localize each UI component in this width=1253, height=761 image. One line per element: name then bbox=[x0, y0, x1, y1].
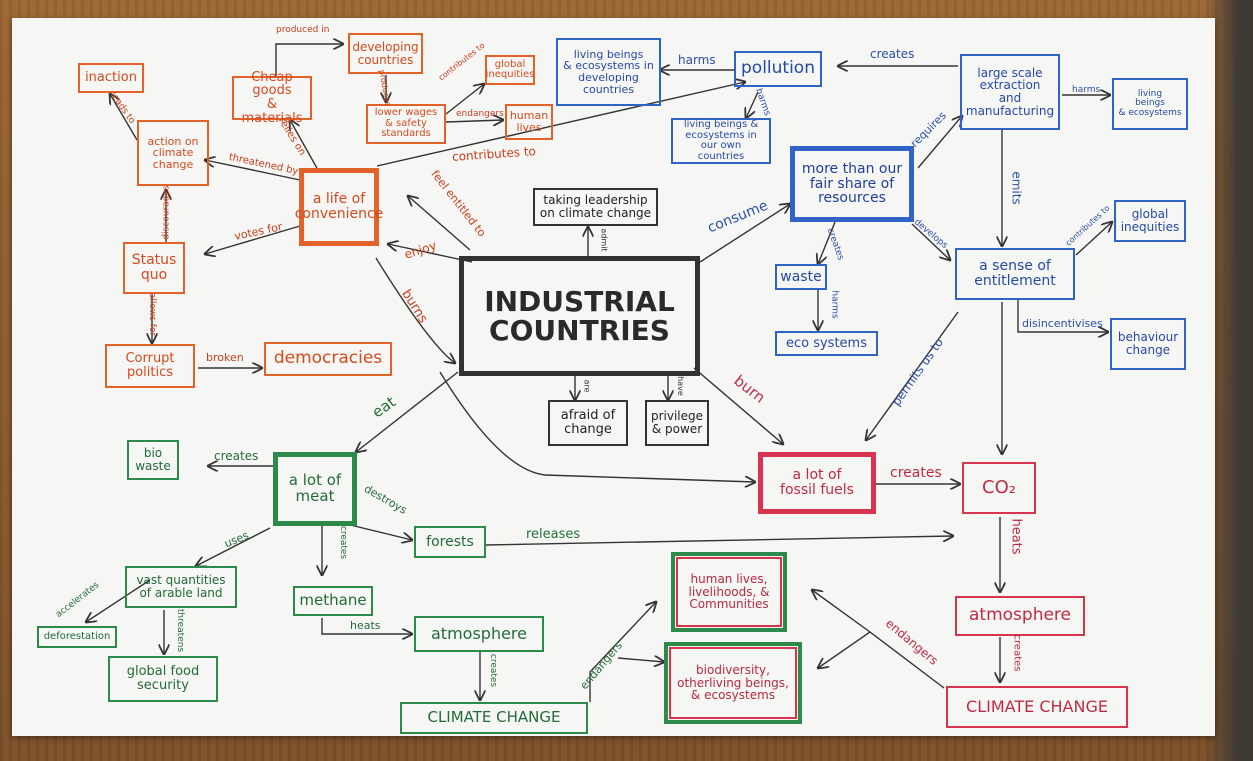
label-creates-f: creates bbox=[488, 653, 499, 688]
node-taking-leadership: taking leadership on climate change bbox=[533, 188, 658, 226]
node-waste: waste bbox=[775, 264, 827, 290]
label-harms-a: harms bbox=[678, 53, 716, 67]
label-produced-in: produced in bbox=[276, 25, 330, 35]
node-human-lives: human lives bbox=[505, 104, 553, 140]
node-methane: methane bbox=[293, 586, 373, 616]
node-global-inequities-1: global inequities bbox=[485, 55, 535, 85]
label-allows-for: allows for bbox=[147, 292, 158, 337]
node-action-on-climate: action on climate change bbox=[137, 120, 209, 186]
label-heats-a: heats bbox=[350, 619, 381, 632]
label-creates-a: creates bbox=[870, 47, 915, 61]
label-harms-c: harms bbox=[1072, 85, 1101, 95]
node-living-beings-own: living beings & ecosystems in our own co… bbox=[671, 118, 771, 164]
label-creates-g: creates bbox=[1011, 634, 1023, 672]
node-privilege-power: privilege & power bbox=[645, 400, 709, 446]
node-lower-wages: lower wages & safety standards bbox=[366, 104, 446, 144]
node-industrial-countries: INDUSTRIAL COUNTRIES bbox=[459, 256, 700, 376]
node-status-quo: Status quo bbox=[123, 242, 185, 294]
node-food-security: global food security bbox=[108, 656, 218, 702]
label-are: are bbox=[582, 379, 592, 393]
node-cheap-goods: Cheap goods & materials bbox=[232, 70, 312, 125]
node-global-inequities-2: global inequities bbox=[1114, 200, 1186, 242]
node-inaction: inaction bbox=[78, 63, 144, 93]
node-atmosphere-green: atmosphere bbox=[414, 616, 544, 652]
node-human-livelihoods: human lives, livelihoods, & Communities bbox=[671, 552, 787, 632]
label-heats-b: heats bbox=[1008, 518, 1024, 555]
node-behaviour-change: behaviour change bbox=[1110, 318, 1186, 370]
node-fossil-fuels: a lot of fossil fuels bbox=[758, 452, 876, 514]
node-deforestation: deforestation bbox=[37, 626, 117, 648]
node-corrupt-politics: Corrupt politics bbox=[105, 344, 195, 388]
label-threatens: threatens bbox=[175, 608, 186, 653]
label-creates-fossil: creates bbox=[890, 465, 942, 481]
node-afraid-of-change: afraid of change bbox=[548, 400, 628, 446]
label-harms-d: harms bbox=[829, 290, 840, 319]
node-living-beings-developing: living beings & ecosystems in developing… bbox=[556, 38, 661, 106]
node-large-scale-extraction: large scale extraction and manufacturing bbox=[960, 54, 1060, 130]
node-arable-land: vast quantities of arable land bbox=[125, 566, 237, 608]
label-discourages: discourages bbox=[161, 185, 172, 240]
node-bio-waste: bio waste bbox=[127, 440, 179, 480]
node-developing-countries: developing countries bbox=[348, 33, 423, 74]
node-climate-change-red: CLIMATE CHANGE bbox=[946, 686, 1128, 728]
node-co2: CO₂ bbox=[962, 462, 1036, 514]
node-forests: forests bbox=[414, 526, 486, 558]
node-lot-of-meat: a lot of meat bbox=[273, 452, 357, 526]
node-pollution: pollution bbox=[734, 51, 822, 87]
node-ecosystems: eco systems bbox=[775, 331, 878, 356]
label-admit: admit bbox=[599, 228, 609, 252]
node-biodiversity: biodiversity, otherliving beings, & ecos… bbox=[664, 642, 802, 724]
node-atmosphere-red: atmosphere bbox=[955, 596, 1085, 636]
label-creates-c: creates bbox=[214, 449, 259, 463]
node-democracies: democracies bbox=[264, 342, 392, 376]
label-broken: broken bbox=[206, 351, 244, 364]
node-sense-of-entitlement: a sense of entitlement bbox=[955, 248, 1075, 300]
label-have: have bbox=[675, 376, 685, 396]
label-endangers-a: endangers bbox=[456, 109, 504, 119]
label-releases: releases bbox=[526, 527, 581, 542]
node-life-of-convenience: a life of convenience bbox=[295, 168, 383, 246]
node-more-than-fair-share: more than our fair share of resources bbox=[790, 146, 914, 222]
label-emits-a: emits bbox=[1009, 171, 1024, 205]
node-living-beings-ecosystems: living beings & ecosystems bbox=[1112, 78, 1188, 130]
node-climate-change-green: CLIMATE CHANGE bbox=[400, 702, 588, 734]
label-disincentivises: disincentivises bbox=[1022, 317, 1103, 330]
label-creates-d: creates bbox=[338, 525, 349, 560]
